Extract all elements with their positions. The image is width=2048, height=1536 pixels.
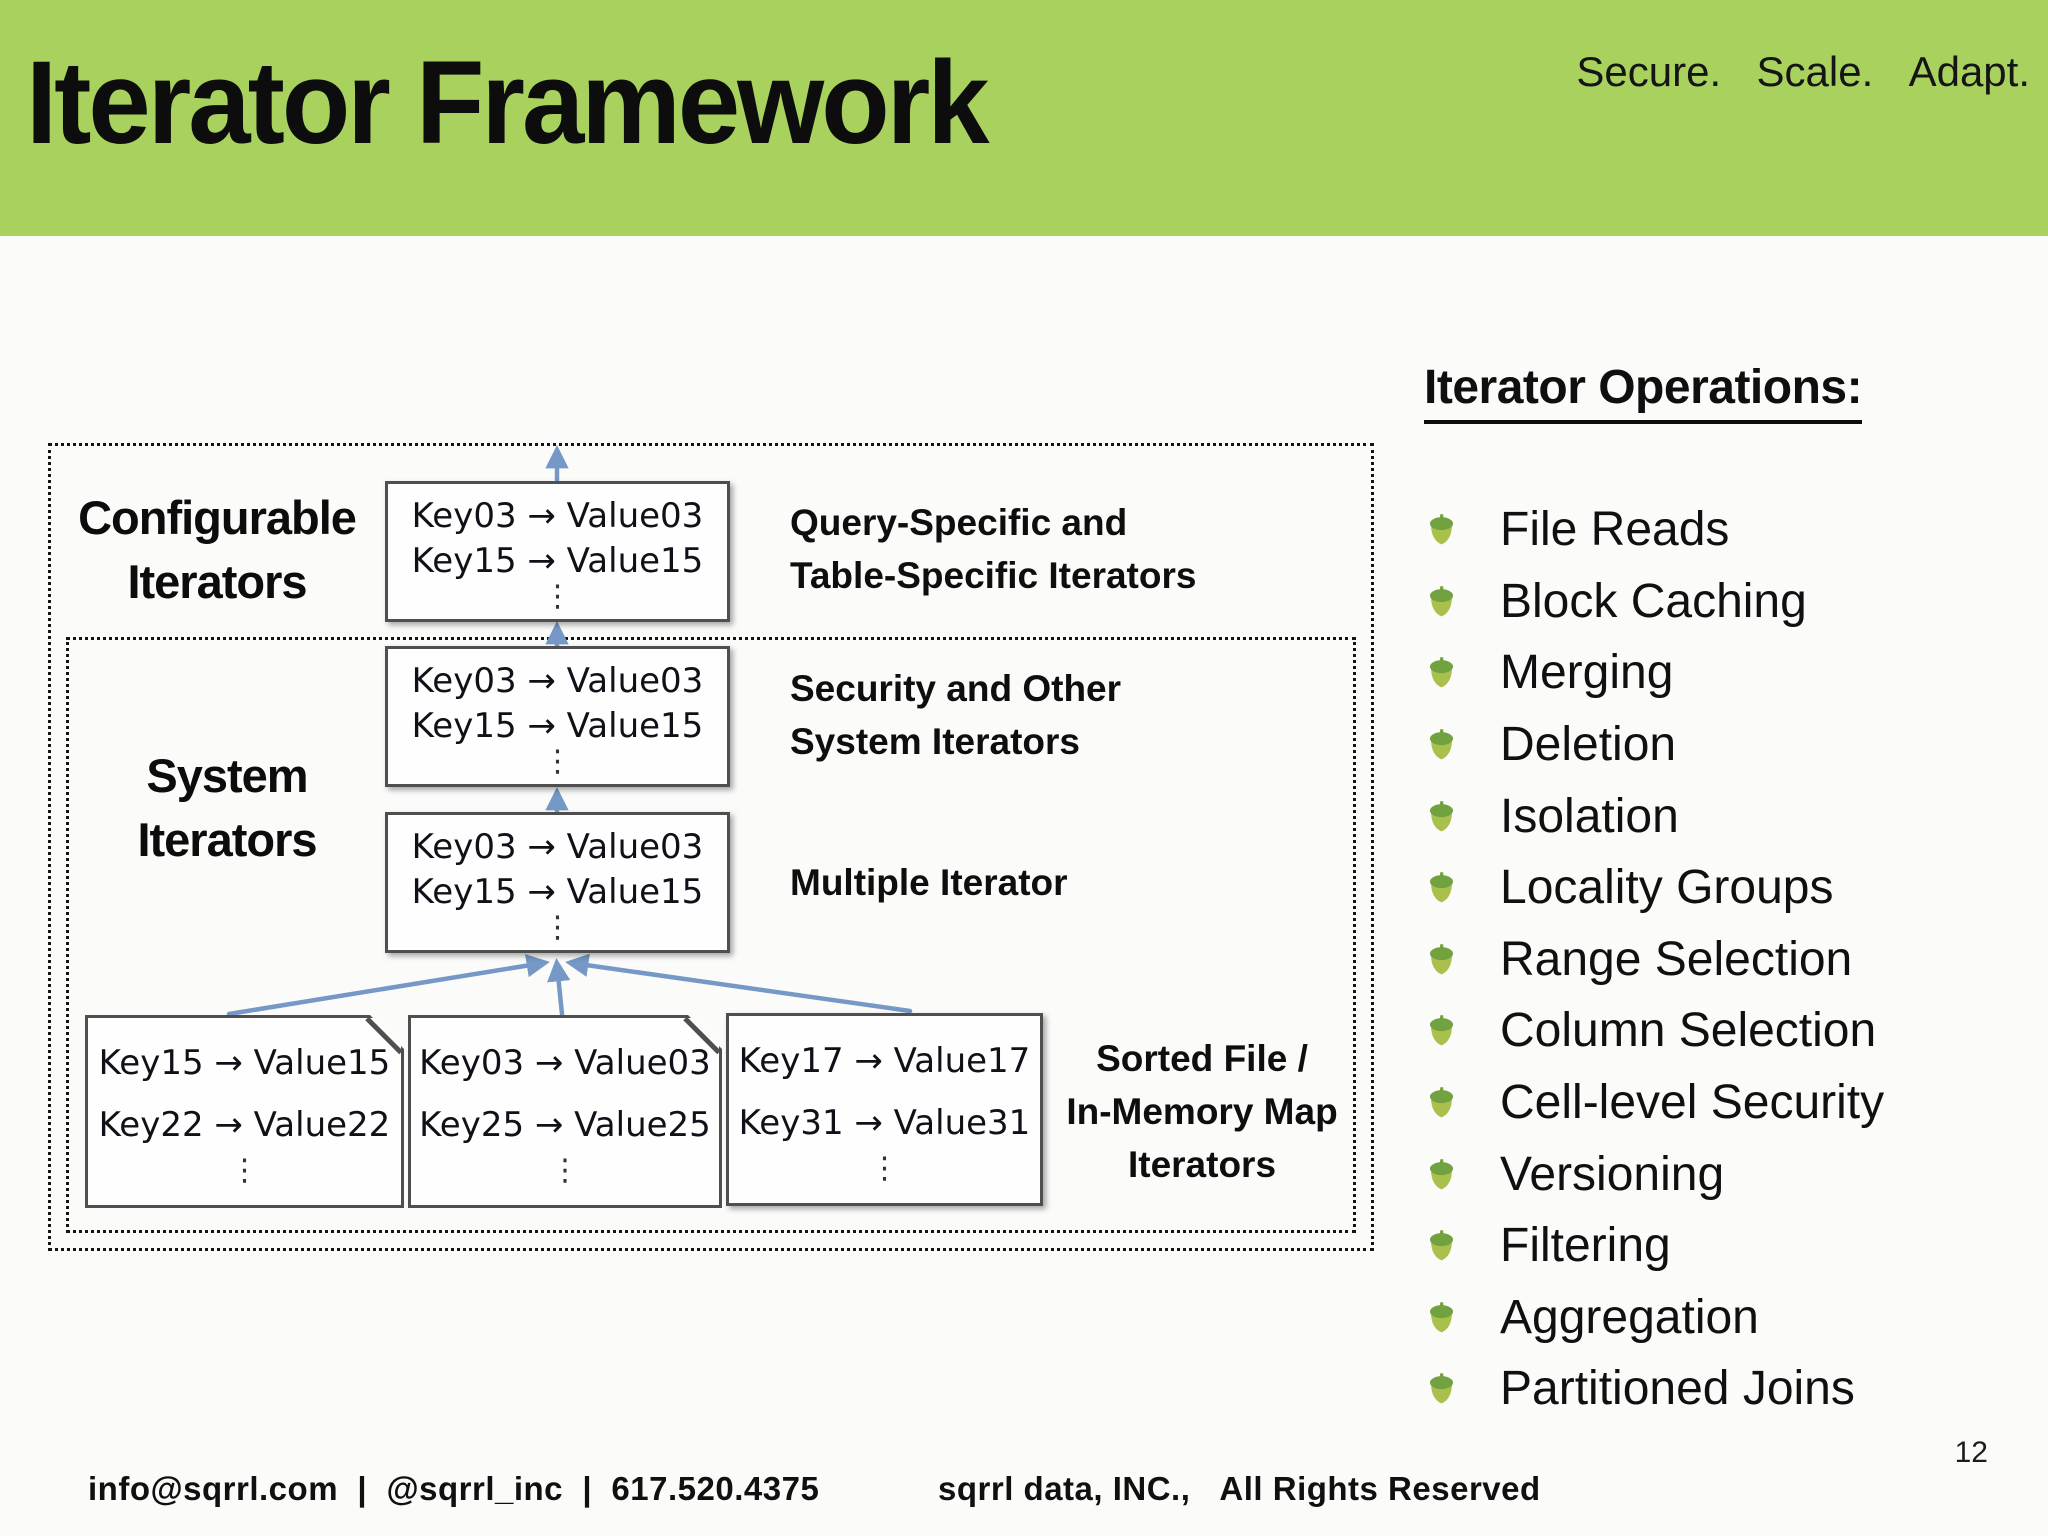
query-specific-label: Query-Specific and Table-Specific Iterat…: [790, 496, 1196, 602]
multiple-iterator-label: Multiple Iterator: [790, 862, 1068, 903]
page-number: 12: [1954, 1436, 1988, 1469]
acorn-bullet-icon: [1429, 1015, 1454, 1046]
security-label-line1: Security and Other: [790, 668, 1122, 709]
kv-row: Key15 → Value15: [411, 706, 704, 746]
ellipsis: ⋮: [542, 910, 573, 945]
acorn-bullet-icon: [1429, 944, 1454, 975]
kv-row: Key22 → Value22: [98, 1105, 391, 1145]
acorn-bullet-icon: [1429, 657, 1454, 688]
operation-item: Locality Groups: [1428, 852, 1884, 924]
operation-label: Column Selection: [1500, 1004, 1877, 1058]
acorn-bullet-icon: [1429, 729, 1454, 760]
operation-label: Merging: [1500, 646, 1674, 700]
system-iterators-label: System Iterators: [62, 744, 392, 872]
kv-row: Key15 → Value15: [411, 872, 704, 912]
operation-item: Column Selection: [1428, 995, 1884, 1067]
operation-item: Range Selection: [1428, 924, 1884, 996]
kv-row: Key03 → Value03: [411, 661, 704, 701]
acorn-bullet-icon: [1429, 872, 1454, 903]
kv-row: Key17 → Value17: [738, 1041, 1031, 1081]
operation-item: File Reads: [1428, 494, 1884, 566]
kv-row: Key15 → Value15: [98, 1043, 391, 1083]
kv-row: Key03 → Value03: [411, 496, 704, 536]
operation-item: Filtering: [1428, 1210, 1884, 1282]
configurable-label-line1: Configurable: [78, 491, 357, 544]
acorn-bullet-icon: [1429, 1158, 1454, 1189]
operation-item: Merging: [1428, 637, 1884, 709]
acorn-bullet-icon: [1429, 1230, 1454, 1261]
operation-label: Partitioned Joins: [1500, 1362, 1855, 1416]
kv-row: Key25 → Value25: [419, 1105, 711, 1145]
sorted-file-box-1: Key15 → Value15 Key22 → Value22 ⋮: [85, 1015, 404, 1208]
operation-item: Isolation: [1428, 780, 1884, 852]
operation-item: Aggregation: [1428, 1282, 1884, 1354]
operation-label: Block Caching: [1500, 574, 1807, 628]
footer-copyright: sqrrl data, INC., All Rights Reserved: [938, 1470, 1541, 1507]
kv-row: Key03 → Value03: [411, 827, 704, 867]
page-title: Iterator Framework: [26, 36, 990, 169]
configurable-iterators-group-border: [48, 443, 1374, 1251]
operation-label: Locality Groups: [1500, 861, 1834, 915]
sorted-file-box-2: Key03 → Value03 Key25 → Value25 ⋮: [408, 1015, 722, 1208]
ellipsis: ⋮: [229, 1153, 260, 1188]
acorn-bullet-icon: [1429, 514, 1454, 545]
operation-label: File Reads: [1500, 503, 1730, 557]
sorted-label-line1: Sorted File /: [1096, 1038, 1308, 1079]
operation-label: Cell-level Security: [1500, 1076, 1885, 1130]
acorn-bullet-icon: [1429, 1373, 1454, 1404]
system-iterators-group-border: [66, 637, 1356, 1233]
header-bar: Iterator Framework Secure. Scale. Adapt.: [0, 0, 2048, 236]
acorn-bullet-icon: [1429, 1302, 1454, 1333]
acorn-bullet-icon: [1429, 800, 1454, 832]
ellipsis: ⋮: [550, 1153, 580, 1188]
query-label-line1: Query-Specific and: [790, 502, 1128, 543]
ellipsis: ⋮: [542, 744, 573, 779]
header-tagline: Secure. Scale. Adapt.: [1576, 48, 2030, 95]
acorn-bullet-icon: [1429, 586, 1454, 617]
configurable-label-line2: Iterators: [127, 555, 307, 608]
security-label-line2: System Iterators: [790, 721, 1080, 762]
operation-item: Deletion: [1428, 709, 1884, 781]
kv-row: Key15 → Value15: [411, 541, 704, 581]
system-label-line1: System: [146, 749, 308, 802]
iterator-operations-list: File Reads Block Caching Merging Deletio…: [1428, 494, 1884, 1425]
kv-row: Key31 → Value31: [738, 1103, 1031, 1143]
security-iterator-box: Key03 → Value03 Key15 → Value15 ⋮: [385, 646, 730, 787]
configurable-iterators-label: Configurable Iterators: [52, 486, 382, 614]
system-label-line2: Iterators: [137, 813, 317, 866]
query-label-line2: Table-Specific Iterators: [790, 555, 1197, 596]
operation-item: Partitioned Joins: [1428, 1353, 1884, 1425]
sorted-file-label: Sorted File / In-Memory Map Iterators: [1052, 1032, 1352, 1191]
footer-contact: info@sqrrl.com | @sqrrl_inc | 617.520.43…: [88, 1470, 820, 1507]
ellipsis: ⋮: [542, 579, 573, 614]
operation-label: Versioning: [1500, 1147, 1725, 1201]
operation-item: Cell-level Security: [1428, 1067, 1884, 1139]
operation-label: Deletion: [1500, 718, 1677, 772]
kv-row: Key03 → Value03: [419, 1043, 711, 1083]
security-other-label: Security and Other System Iterators: [790, 662, 1121, 768]
operation-label: Filtering: [1500, 1219, 1671, 1273]
operation-label: Isolation: [1500, 789, 1679, 843]
iterator-operations-heading: Iterator Operations:: [1424, 360, 1863, 424]
operation-label: Range Selection: [1500, 932, 1853, 986]
multiple-iterator-box: Key03 → Value03 Key15 → Value15 ⋮: [385, 812, 730, 953]
configurable-iterator-box: Key03 → Value03 Key15 → Value15 ⋮: [385, 481, 730, 622]
operation-item: Versioning: [1428, 1138, 1884, 1210]
sorted-file-box-3: Key17 → Value17 Key31 → Value31 ⋮: [726, 1013, 1043, 1206]
ellipsis: ⋮: [869, 1151, 900, 1186]
sorted-label-line2: In-Memory Map: [1066, 1091, 1338, 1132]
acorn-bullet-icon: [1429, 1087, 1454, 1118]
operation-label: Aggregation: [1500, 1290, 1759, 1344]
sorted-label-line3: Iterators: [1127, 1144, 1277, 1185]
operation-item: Block Caching: [1428, 566, 1884, 638]
